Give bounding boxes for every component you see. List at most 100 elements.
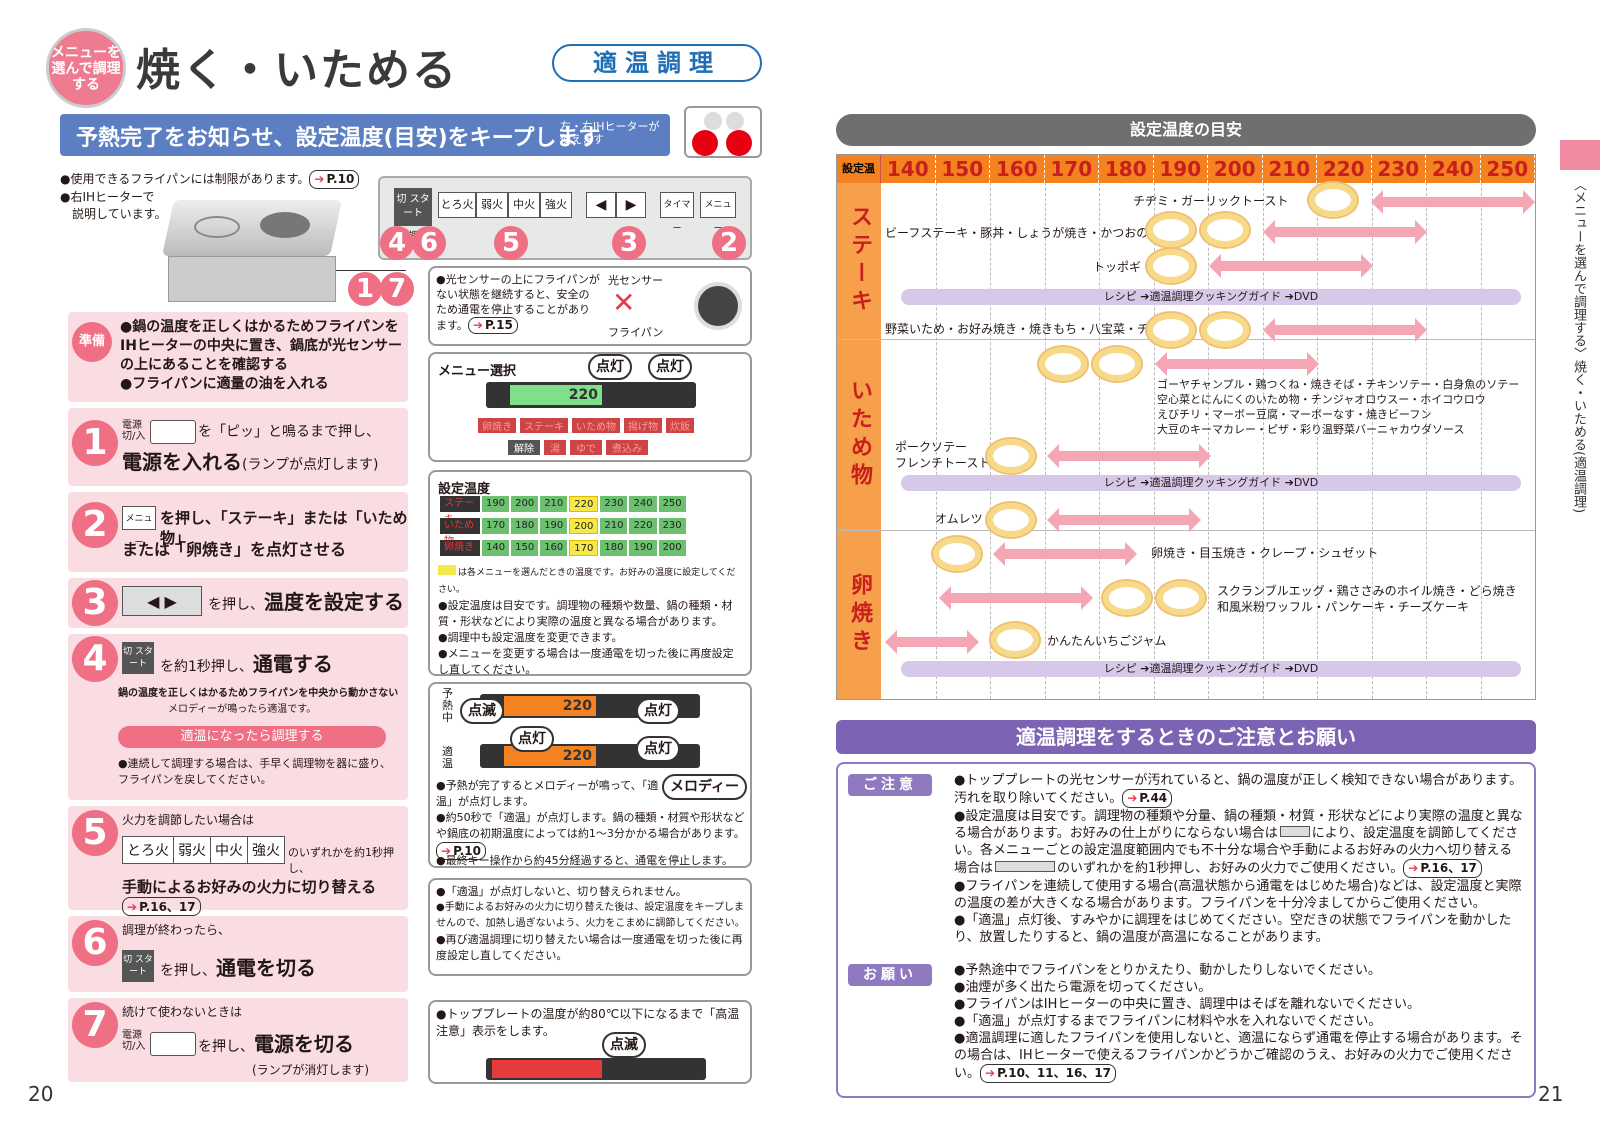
step-6-pre: 調理が終わったら、 [122,923,231,937]
melody-bubble: メロディー [662,774,748,800]
optimal-label: 適温 [442,745,453,770]
caution-ref-1[interactable]: P.44 [1122,789,1173,808]
usage-notes: ●使用できるフライパンには制限があります。P.10 ●右IHヒーターで 説明して… [60,170,370,223]
preheat-note-2: ●約50秒で「適温」が点灯します。鍋の種類・材質や形状などや鍋底の初期温度によっ… [436,811,745,840]
heat-chubi-button[interactable]: 中火 [508,192,540,218]
food-image [985,501,1037,539]
menu-item-1: 卵焼き [478,418,516,433]
setting-value: 190 [629,540,657,556]
lit-bubble-1: 点灯 [588,354,632,380]
heat-yowabi-button[interactable]: 弱火 [476,192,508,218]
sensor-ref[interactable]: P.15 [467,317,518,334]
power-key-label: 電源 切/入 [122,420,146,442]
setting-title: 設定温度 [438,482,491,497]
power-start-button[interactable]: 切 スタート [394,188,432,226]
note-3: 説明しています。 [72,207,167,221]
step-3-number: 3 [72,580,118,626]
heat-keys-icon: とろ火 弱火 中火 強火 [122,836,285,864]
setting-row-label: 卵焼き [440,540,480,556]
item-stir-list: ゴーヤチャンプル・鶏つくね・焼きそば・チキンソテー・白身魚のソテー 空心菜とにん… [1157,377,1519,437]
note-1: ●使用できるフライパンには制限があります。 [60,172,310,186]
caution-list: ●トッププレートの光センサーが汚れていると、鍋の温度が正しく検知できない場合があ… [954,772,1524,946]
category-egg: 卵焼き [837,531,881,699]
scale-tick: 150 [936,155,990,183]
step-5-ref[interactable]: P.16、17 [122,897,201,916]
step-preparation: 準備 ●鍋の温度を正しくはかるためフライパンをIHヒーターの中央に置き、鍋底が光… [68,312,408,402]
setting-note-3: ●メニューを変更する場合は一度通電を切った後に再度設定し直してください。 [438,647,734,676]
range-arrow [1263,220,1427,244]
scale-tick: 250 [1481,155,1535,183]
lit-bubble-2: 点灯 [648,354,692,380]
section-side-label: 〈メニューを選んで調理する〉焼く・いためる(適温調理) [1571,178,1586,514]
menu-button[interactable]: メニュー [700,192,736,234]
setting-value: 220 [569,496,599,512]
request-1: ●予熱途中でフライパンをとりかえたり、動かしたりしないでください。 [954,963,1381,978]
scale-tick: 220 [1317,155,1372,183]
setting-value: 200 [569,518,599,534]
heat-keys-icon-small [995,861,1056,872]
setting-notes: は各メニューを選んだときの温度です。お好みの温度に設定してください。 ●設定温度… [438,564,744,678]
setting-value: 230 [600,496,628,512]
preheat-ref[interactable]: P.10 [436,842,486,860]
step-3-action: 温度を設定する [264,590,404,614]
note-2: ●右IHヒーターで [60,190,155,204]
pan-label: フライパン [608,326,664,339]
cancel-label: 解除 [508,440,540,455]
recipe-bar[interactable]: レシピ ➔適温調理クッキングガイド ➔DVD [901,289,1521,305]
range-arrow [1047,444,1211,468]
power-key-icon-2 [150,1032,196,1056]
callout-3: 3 [612,226,646,260]
lit-bubble-5: 点灯 [636,736,680,762]
range-arrow [1371,190,1535,214]
callout-5: 5 [494,226,528,260]
menu-select-title: メニュー選択 [438,364,517,379]
step-7-text: を押し、 [198,1039,254,1055]
food-image [989,621,1041,659]
preheat-screen: 220 [504,696,596,716]
setting-value: 240 [629,496,657,512]
step-4-number: 4 [72,636,118,682]
heater-icon [684,106,762,158]
temp-down-button[interactable]: ◀ [586,192,616,218]
ref-link[interactable]: P.10 [309,170,360,189]
step-6-action: 通電を切る [216,956,316,980]
notice-title: 適温調理をするときのご注意とお願い [836,720,1536,754]
setting-row-label: ステーキ [440,496,480,525]
callout-4: 4 [380,226,414,260]
junbi-line-1: ●鍋の温度を正しくはかるためフライパンをIHヒーターの中央に置き、鍋底が光センサ… [120,319,402,373]
step-6: 6 調理が終わったら、 切 スタート を押し、通電を切る [68,916,408,992]
request-ref[interactable]: P.10、11、16、17 [980,1064,1117,1083]
heat-torobi-button[interactable]: とろ火 [438,192,476,218]
recipe-bar[interactable]: レシピ ➔適温調理クッキングガイド ➔DVD [901,475,1521,491]
food-image [1145,247,1197,285]
item-scrambled: スクランブルエッグ・鶏ささみのホイル焼き・どら焼き [1217,584,1517,598]
request-4: ●「適温」が点灯するまでフライパンに材料や水を入れないでください。 [954,1014,1382,1029]
setting-value: 210 [600,518,628,534]
timer-button[interactable]: タイマー [660,192,694,234]
food-image [1037,345,1089,383]
feature-banner-sub: 左・右IHヒーターが使えます [560,120,660,146]
step-4-sub-3: ●連続して調理する場合は、手早く調理物を器に盛り、フライパンを戻してください。 [118,757,391,786]
menu-cycle: 卵焼き ステーキ いため物 揚げ物 炊飯 [478,418,694,433]
item-yasai-itame: 野菜いため・お好み焼き・焼きもち・八宝菜・チャーハン [885,322,1197,336]
step-2: 2 メニュー を押し、「ステーキ」または「いため物」 または「卵焼き」を点灯させ… [68,492,408,572]
section-tab[interactable] [1560,140,1600,170]
step-5-pre: 火力を調節したい場合は [122,813,255,827]
sensor-note-box: ●光センサーの上にフライパンがない状態を継続すると、安全のため通電を停止すること… [428,266,752,346]
category-steak: ステーキ [837,183,881,339]
item-goya: ゴーヤチャンプル・鶏つくね・焼きそば・チキンソテー・白身魚のソテー [1157,378,1520,391]
power-start-key-icon: 切 スタート [122,642,154,674]
caution-ref-2[interactable]: P.16、17 [1403,859,1482,878]
setting-row: ステーキ190200210220230240250 [440,496,686,525]
request-5: ●適温調理に適したフライパンを使用しないと、適温にならず通電を停止する場合があり… [954,1031,1523,1081]
step-1-number: 1 [72,420,118,466]
preheat-box: 予熱中 適温 220 220 点滅 点灯 点灯 点灯 メロディー ●予熱が完了す… [428,682,752,868]
temp-up-button[interactable]: ▶ [616,192,646,218]
recipe-bar[interactable]: レシピ ➔適温調理クッキングガイド ➔DVD [901,661,1521,677]
hot-note-box: ●トッププレートの温度が約80℃以下になるまで「高温注意」表示をします。 点滅 [428,1000,752,1084]
menu-select-box: メニュー選択 点灯 点灯 220 卵焼き ステーキ いため物 揚げ物 炊飯 解除… [428,352,752,462]
heat-tsuyobi-button[interactable]: 強火 [540,192,572,218]
caution-1: ●トッププレートの光センサーが汚れていると、鍋の温度が正しく検知できない場合があ… [954,773,1523,806]
scale-tick: 230 [1372,155,1426,183]
